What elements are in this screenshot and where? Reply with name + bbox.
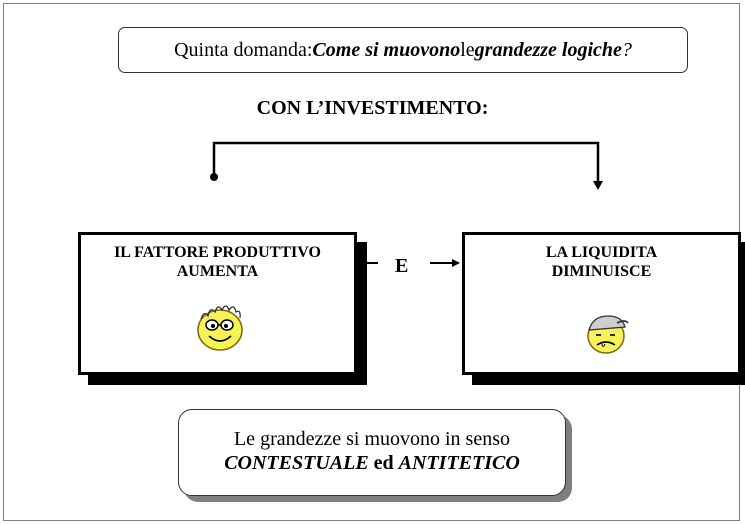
right-box-line1: LA LIQUIDITA — [545, 244, 658, 261]
left-box-line1: IL FATTORE PRODUTTIVO — [114, 244, 321, 261]
right-box-line2: DIMINUISCE — [551, 263, 652, 280]
bracket-arrowhead — [593, 181, 603, 190]
bracket-start-dot — [210, 173, 218, 181]
bracket-line — [212, 141, 600, 182]
conclusion-middle: ed — [368, 452, 399, 474]
conclusion-emphasis-2: ANTITETICO — [398, 452, 520, 474]
section-heading: CON L’INVESTIMENTO: — [256, 97, 489, 119]
question-emphasis-1: Come si muovono — [312, 38, 461, 61]
conclusion-emphasis-1: CONTESTUALE — [224, 452, 369, 474]
left-box: IL FATTORE PRODUTTIVO AUMENTA — [78, 232, 357, 375]
happy-smiley-icon — [197, 305, 243, 351]
conclusion-line1: Le grandezze si muovono in senso — [233, 428, 511, 450]
sad-smiley-cap-icon — [587, 315, 629, 354]
left-box-line2: AUMENTA — [176, 263, 259, 280]
question-prefix: Quinta domanda: — [174, 38, 313, 61]
right-box: LA LIQUIDITA DIMINUISCE — [462, 232, 741, 375]
conclusion-box: Le grandezze si muovono in senso CONTEST… — [178, 409, 566, 496]
question-box: Quinta domanda: Come si muovono le grand… — [118, 27, 688, 73]
question-middle: le — [460, 38, 475, 61]
arrow-to-right-head — [452, 259, 460, 267]
right-box-label: LA LIQUIDITA DIMINUISCE — [465, 243, 738, 281]
question-suffix: ? — [621, 38, 632, 61]
left-box-label: IL FATTORE PRODUTTIVO AUMENTA — [81, 243, 354, 281]
question-emphasis-2: grandezze logiche — [474, 38, 622, 61]
connector-letter: E — [395, 255, 409, 277]
conclusion-line2: CONTESTUALE ed ANTITETICO — [179, 451, 565, 475]
